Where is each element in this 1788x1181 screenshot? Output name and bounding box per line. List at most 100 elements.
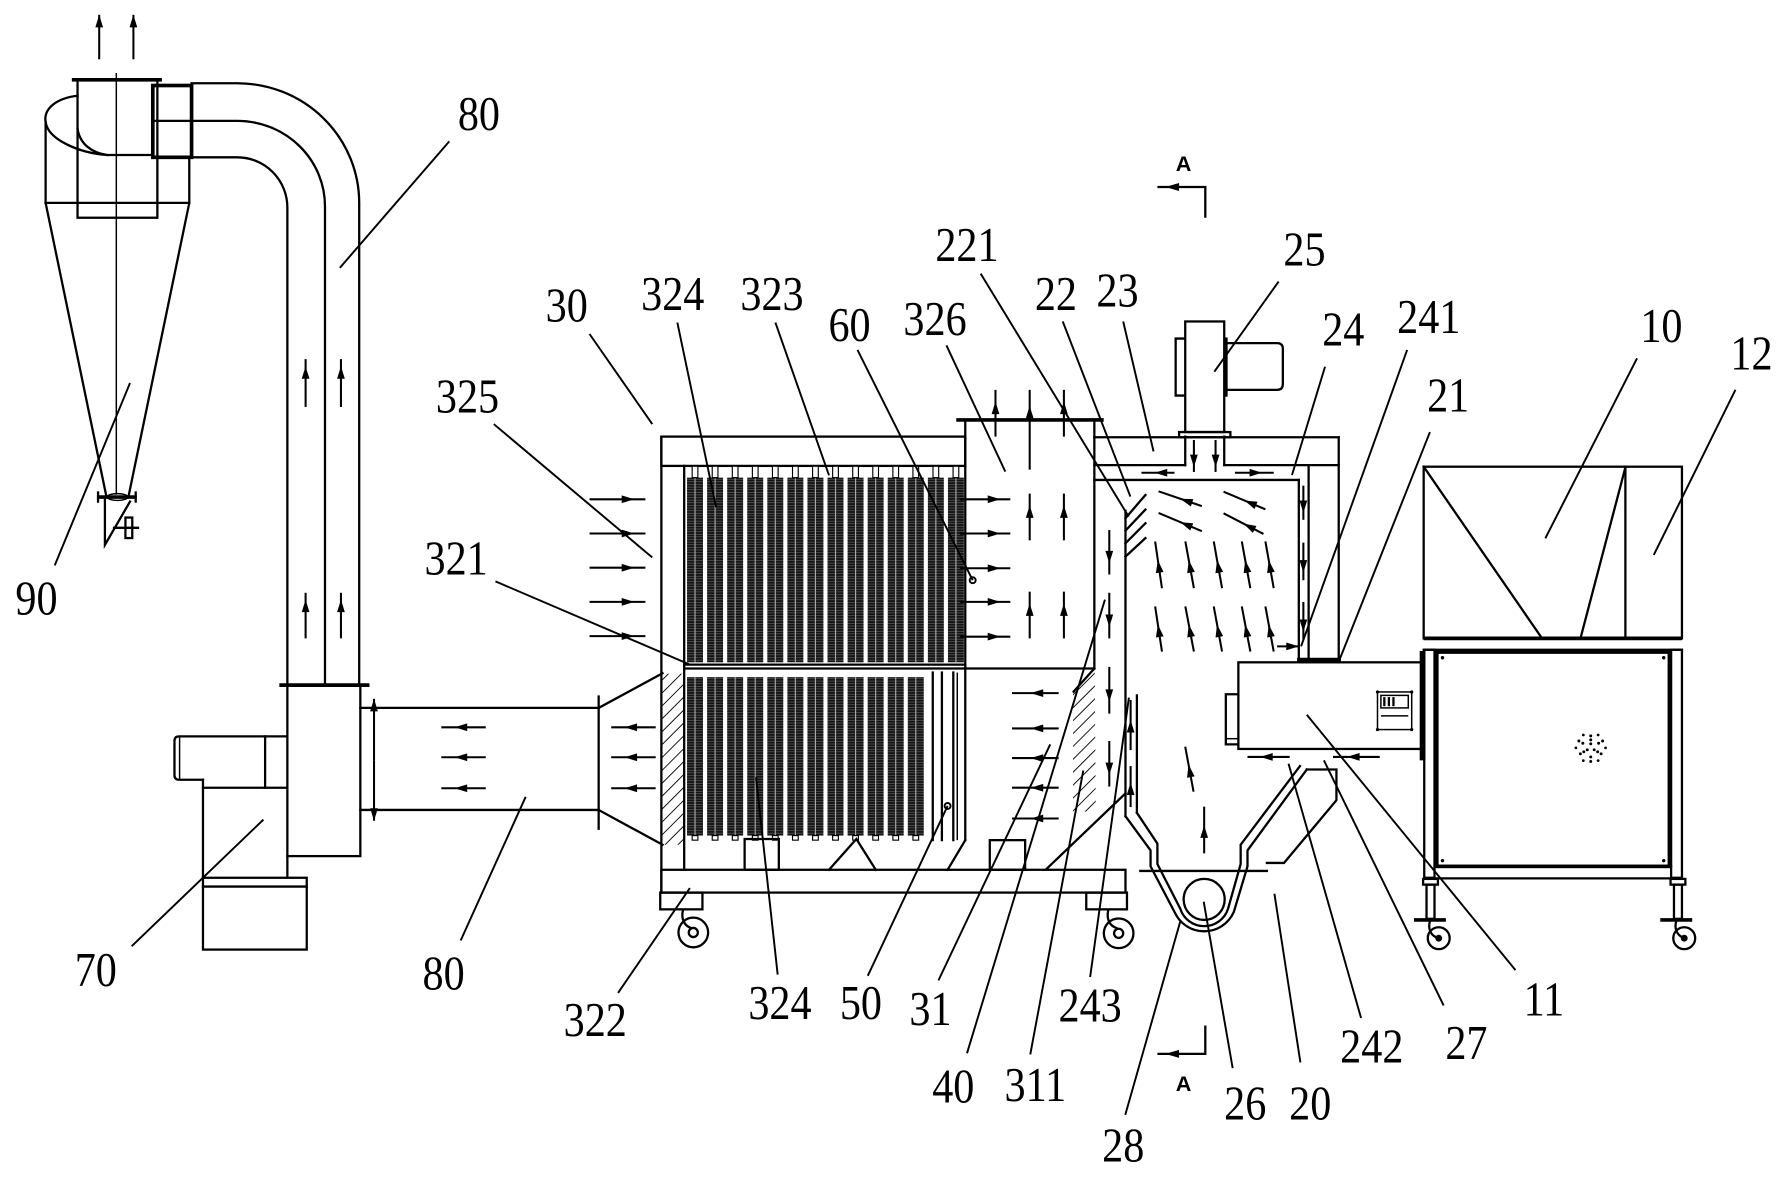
control-panel-screw — [1375, 690, 1380, 694]
flow-arrow-head — [1243, 560, 1252, 574]
ref-label-322: 322 — [564, 992, 627, 1047]
panel-screw — [1661, 858, 1666, 863]
tube-end-cap — [892, 465, 900, 479]
tube-end-cap — [691, 835, 699, 841]
tube-end-cap — [812, 465, 819, 479]
flow-arrow — [589, 632, 646, 640]
lower-chamber-slant-plate — [1045, 791, 1128, 871]
flow-arrow-head — [1215, 560, 1224, 574]
circulation-fan-housing — [1184, 320, 1226, 434]
cyclone-discharge-lock — [124, 516, 134, 540]
flow-arrow — [337, 592, 345, 639]
flow-arrow-shaft — [1223, 512, 1264, 535]
cabinet-post — [1423, 648, 1436, 879]
flow-arrow-head — [1155, 560, 1164, 574]
flow-arrow-head — [1215, 624, 1224, 638]
section-line — [1157, 185, 1207, 218]
flow-arrow — [1184, 606, 1195, 652]
flow-arrow-head — [987, 495, 1001, 504]
tube-end-cap — [832, 835, 839, 841]
flow-arrow-head — [1030, 754, 1044, 762]
flow-arrow-head — [1190, 454, 1198, 468]
leader-line-28 — [1124, 921, 1182, 1116]
duct-inner-wall — [190, 156, 289, 687]
ref-label-326: 326 — [903, 291, 966, 346]
flow-arrow-head — [1211, 454, 1220, 468]
duct-center-line — [151, 119, 327, 687]
flow-arrow-head — [1243, 624, 1252, 638]
flow-arrow-head — [987, 564, 1001, 573]
flow-arrow — [1211, 440, 1220, 472]
flow-arrow-head — [454, 784, 468, 793]
fan-symbol-dot — [1581, 741, 1585, 745]
finned-tube-bundle — [687, 465, 964, 841]
section-mark-top: A — [1157, 151, 1207, 218]
flow-arrow-head — [301, 366, 310, 379]
ref-label-324-top: 324 — [641, 266, 704, 321]
flow-arrow — [1200, 806, 1209, 854]
ref-label-323: 323 — [740, 266, 803, 321]
flow-arrow — [1126, 766, 1135, 808]
leader-line-27 — [1323, 759, 1445, 1006]
flow-arrow — [991, 389, 1000, 437]
leader-line-60 — [856, 349, 974, 581]
leader-line-26 — [1202, 901, 1234, 1069]
leader-line-221 — [979, 273, 1130, 518]
section-line — [1157, 1025, 1207, 1056]
leader-line-22 — [1061, 321, 1132, 497]
louver-blade — [1123, 536, 1148, 559]
flow-arrow — [441, 784, 486, 793]
ref-label-31: 31 — [909, 981, 951, 1036]
flow-arrow — [1025, 591, 1034, 639]
flow-arrow — [1012, 724, 1059, 733]
flow-arrow — [960, 529, 1011, 538]
panel-screw — [1440, 656, 1445, 660]
ref-label-325: 325 — [436, 369, 499, 424]
leader-line-23 — [1122, 321, 1155, 452]
leader-line-12 — [1652, 389, 1737, 556]
flow-arrow-head — [1060, 603, 1068, 616]
leader-line-325 — [493, 423, 653, 559]
leader-line-326 — [945, 344, 1007, 473]
flow-arrow-head — [1299, 500, 1308, 513]
ref-label-80-bottom: 80 — [422, 946, 464, 1001]
ref-label-12: 12 — [1730, 325, 1772, 380]
flow-arrow-head — [621, 563, 635, 572]
tube-end-cap — [791, 835, 799, 841]
flow-arrow — [1212, 541, 1224, 589]
leader-line-31 — [937, 743, 1052, 981]
leader-line-80-top — [339, 140, 451, 269]
tube-end-cap — [812, 835, 819, 841]
flow-arrow — [611, 784, 656, 793]
control-panel-screw — [1410, 727, 1414, 732]
flow-arrow — [1025, 389, 1034, 470]
flow-arrow — [1105, 530, 1114, 575]
leader-line-322 — [617, 887, 691, 994]
ref-label-20: 20 — [1289, 1075, 1331, 1130]
flow-arrow-head — [621, 632, 635, 640]
ref-label-10: 10 — [1640, 298, 1682, 353]
fan-symbol-dot — [1581, 759, 1585, 763]
leader-line-70 — [131, 818, 265, 947]
flow-arrow — [1234, 468, 1274, 477]
ref-label-60: 60 — [828, 297, 870, 352]
duct-outer-wall — [190, 82, 361, 687]
flow-arrow — [1060, 591, 1068, 639]
leader-line-323 — [774, 322, 830, 476]
flow-arrow-head — [1154, 468, 1168, 477]
caster-mount — [659, 891, 704, 911]
leader-line-24 — [1291, 366, 1326, 476]
temperature-sensor-50 — [943, 802, 952, 810]
flow-arrow — [1012, 814, 1059, 823]
flow-arrow-head — [1030, 724, 1044, 733]
flow-arrow — [1184, 746, 1195, 792]
ref-label-221: 221 — [935, 217, 998, 272]
ref-label-243: 243 — [1059, 977, 1122, 1032]
cyclone-discharge-spout — [103, 495, 132, 550]
leader-line-30 — [588, 333, 654, 425]
flow-arrow — [960, 564, 1011, 573]
flow-arrow — [1012, 783, 1059, 792]
fan-symbol-dot — [1596, 759, 1600, 763]
flow-arrow — [301, 359, 310, 407]
tube-end-cap — [932, 465, 940, 479]
